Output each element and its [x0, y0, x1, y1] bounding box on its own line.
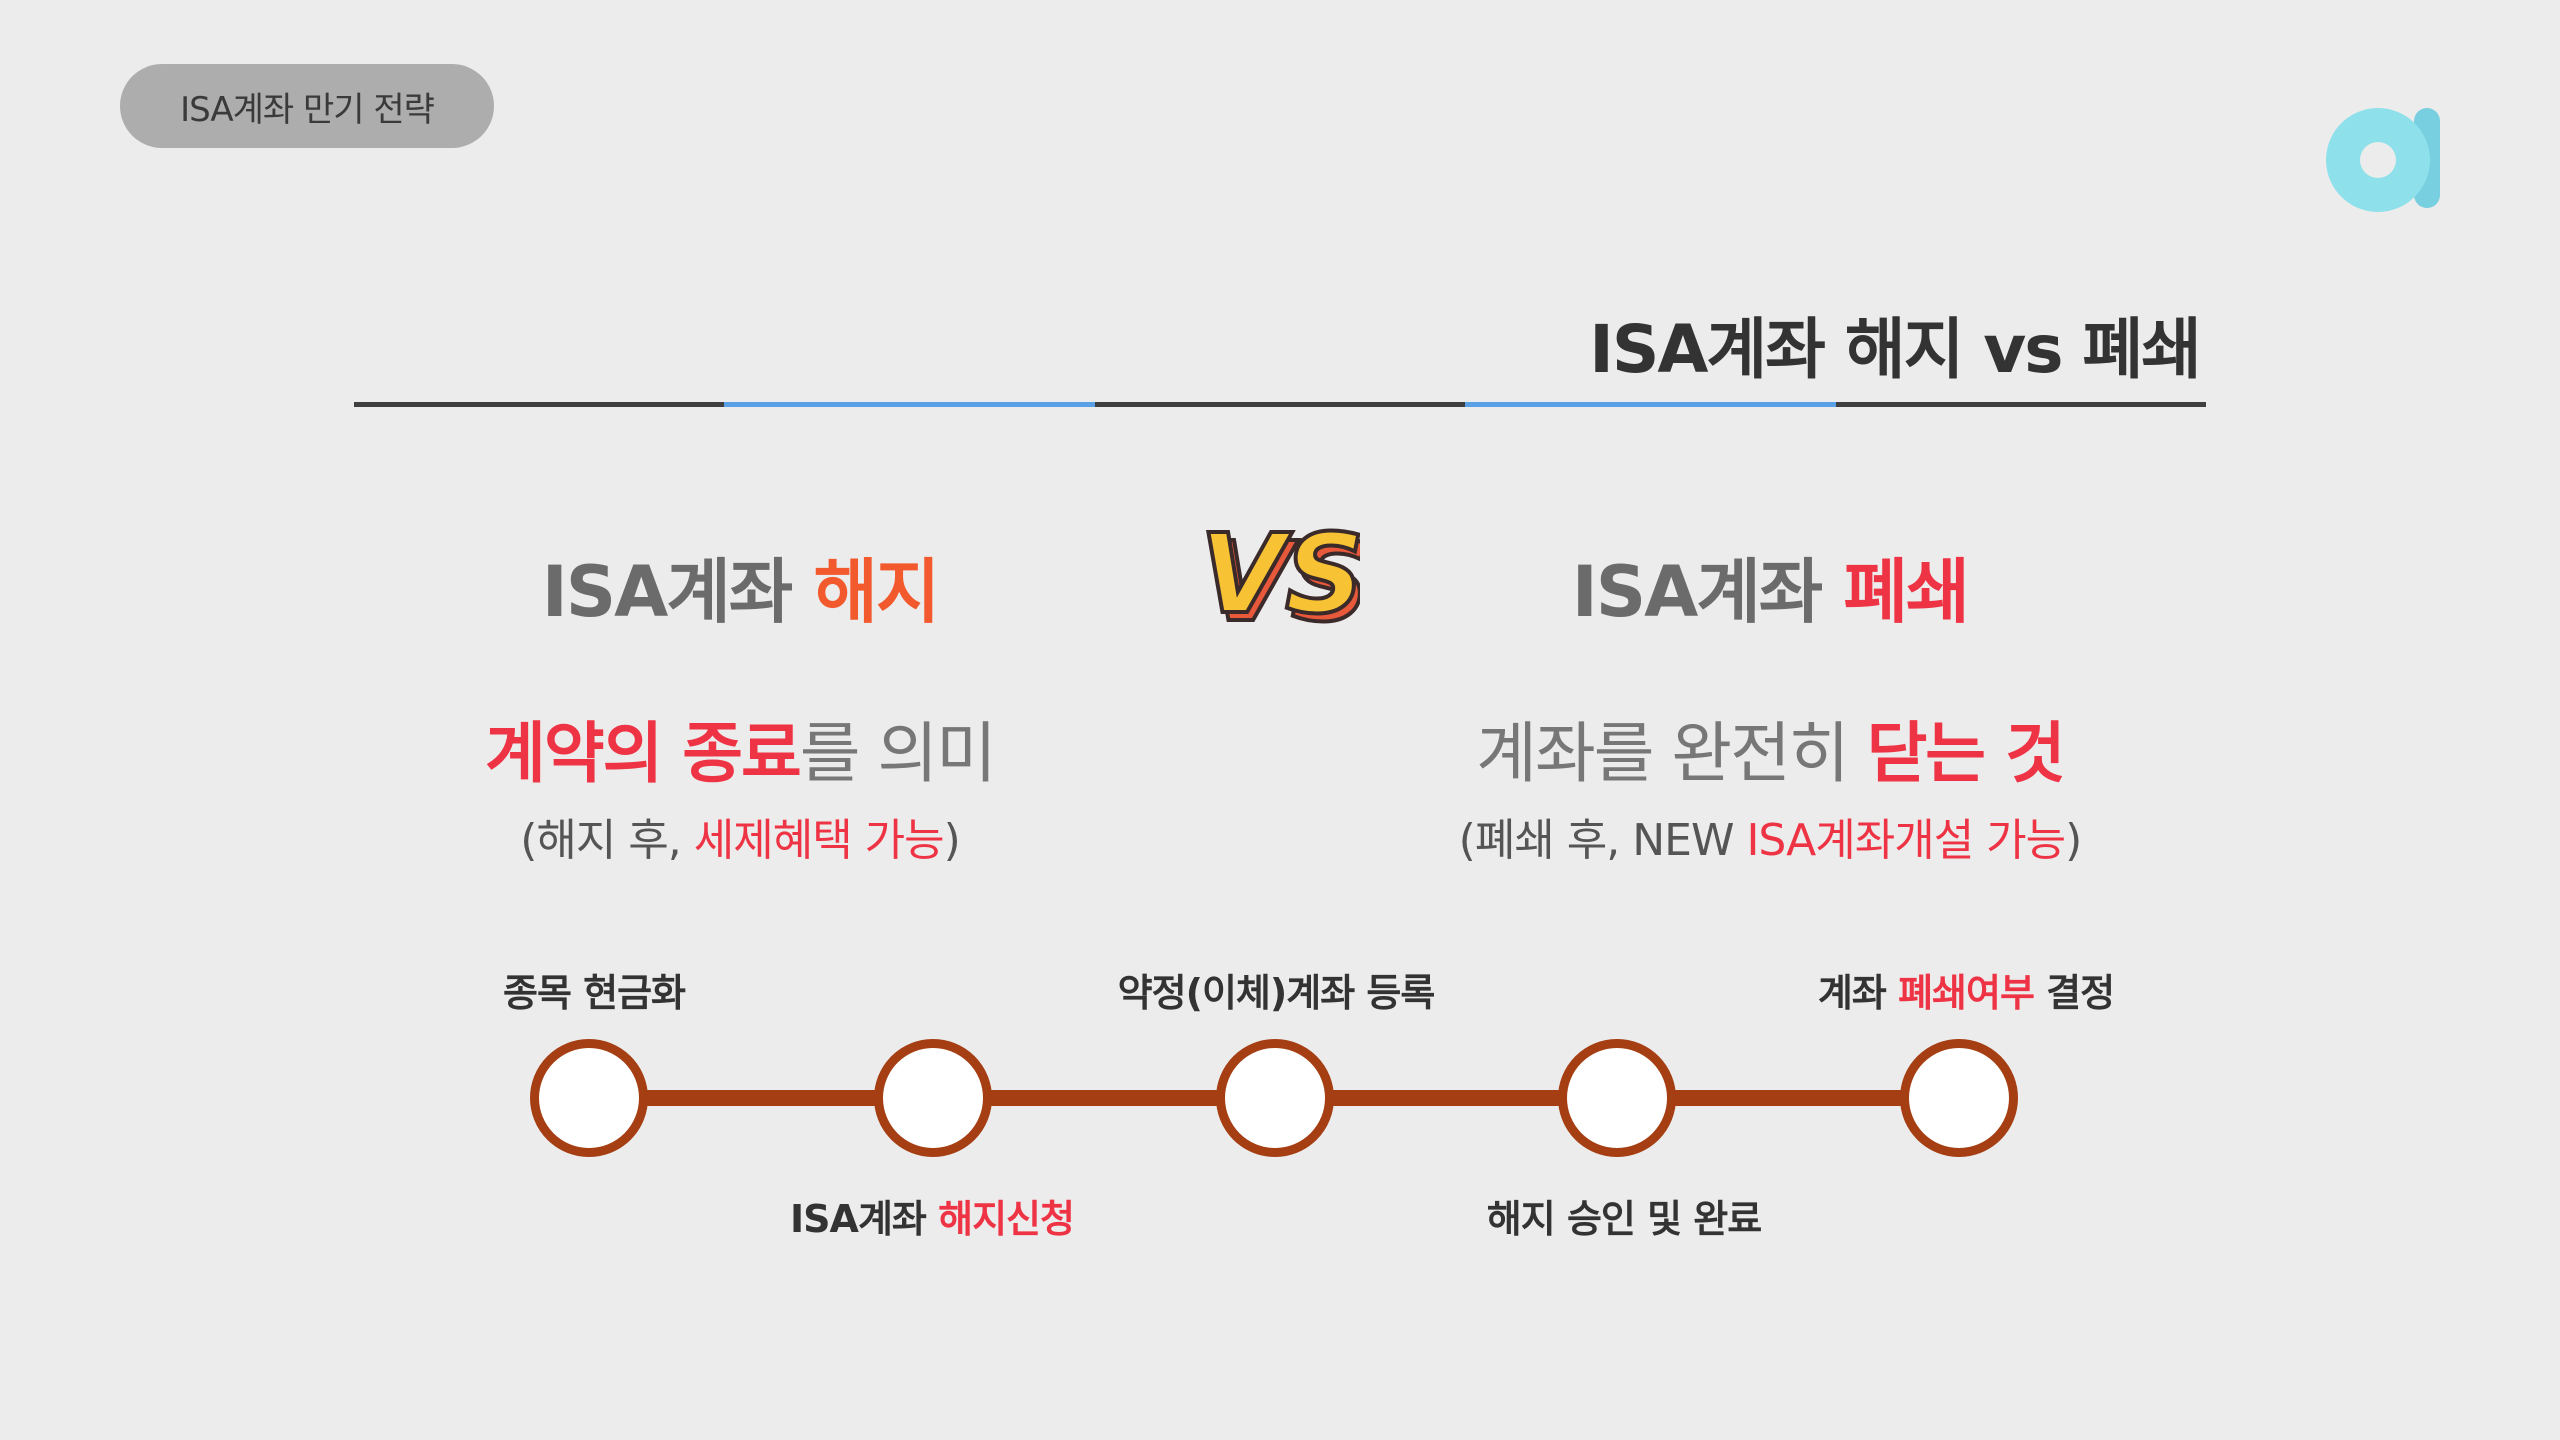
timeline-bar [590, 1090, 1960, 1106]
timeline-step-1: 종목 현금화 [502, 971, 686, 1015]
closure-heading: ISA계좌 폐쇄 [1571, 551, 1971, 633]
brand-logo-icon [2326, 108, 2440, 212]
timeline-step-5: 계좌 폐쇄여부 결정 [1817, 971, 2115, 1015]
timeline-node-5 [1900, 1039, 2018, 1157]
timeline-node-1 [530, 1039, 648, 1157]
timeline-node-4 [1558, 1039, 1676, 1157]
svg-text:VS: VS [1200, 520, 1360, 638]
timeline-step-2: ISA계좌 해지신청 [790, 1197, 1075, 1241]
title-divider [354, 402, 2207, 407]
timeline-node-3 [1216, 1039, 1334, 1157]
svg-text:VS: VS [1206, 520, 1360, 640]
vs-emblem: VS VS [1198, 520, 1360, 640]
slide-title: ISA계좌 해지 vs 폐쇄 [1589, 311, 2202, 388]
timeline-step-4: 해지 승인 및 완료 [1486, 1197, 1762, 1241]
section-tag: ISA계좌 만기 전략 [120, 64, 494, 148]
closure-note: (폐쇄 후, NEW ISA계좌개설 가능) [1458, 815, 2083, 866]
termination-heading: ISA계좌 해지 [541, 551, 941, 633]
timeline-step-3: 약정(이체)계좌 등록 [1117, 971, 1436, 1015]
termination-note: (해지 후, 세제혜택 가능) [520, 815, 961, 866]
closure-meaning: 계좌를 완전히 닫는 것 [1476, 715, 2065, 792]
timeline-node-2 [874, 1039, 992, 1157]
termination-meaning: 계약의 종료를 의미 [485, 715, 997, 792]
